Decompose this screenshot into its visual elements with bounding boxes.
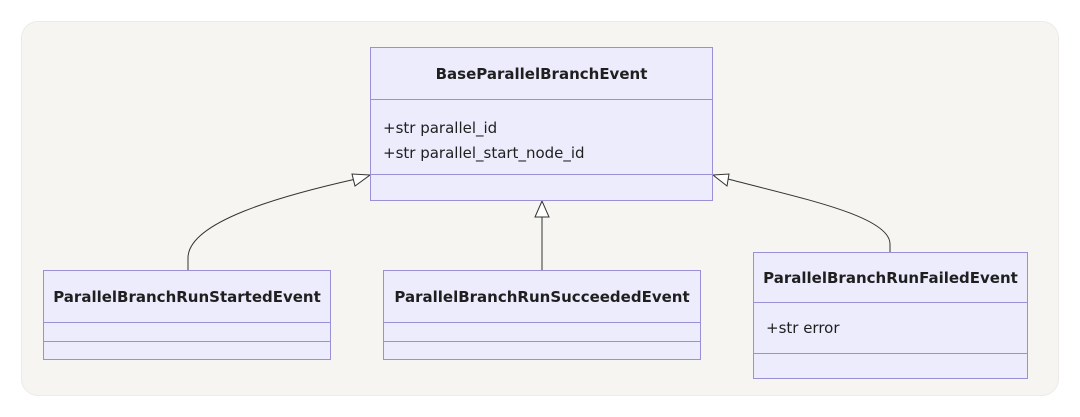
class-attributes: +str error <box>754 303 1027 354</box>
attribute: +str parallel_start_node_id <box>383 144 585 162</box>
class-attributes: +str parallel_id +str parallel_start_nod… <box>371 100 712 175</box>
class-name: ParallelBranchRunStartedEvent <box>44 271 330 323</box>
class-parallel-branch-run-failed-event[interactable]: ParallelBranchRunFailedEvent +str error <box>753 252 1028 379</box>
class-name: ParallelBranchRunFailedEvent <box>754 253 1027 303</box>
attribute: +str parallel_id <box>383 119 498 137</box>
attribute: +str error <box>766 319 840 337</box>
class-name: ParallelBranchRunSucceededEvent <box>384 271 700 323</box>
edge-started-to-base <box>187 178 357 270</box>
class-parallel-branch-run-succeeded-event[interactable]: ParallelBranchRunSucceededEvent <box>383 270 701 360</box>
class-methods <box>44 342 330 359</box>
class-base-parallel-branch-event[interactable]: BaseParallelBranchEvent +str parallel_id… <box>370 47 713 201</box>
class-methods <box>384 342 700 359</box>
edge-failed-to-base <box>727 178 891 252</box>
arrowhead-started <box>351 173 372 187</box>
class-methods <box>371 175 712 200</box>
arrowhead-failed <box>711 173 730 187</box>
class-attributes <box>384 323 700 342</box>
class-parallel-branch-run-started-event[interactable]: ParallelBranchRunStartedEvent <box>43 270 331 360</box>
class-name: BaseParallelBranchEvent <box>371 48 712 100</box>
class-attributes <box>44 323 330 342</box>
class-methods <box>754 354 1027 378</box>
arrowhead-succeeded <box>534 199 550 218</box>
